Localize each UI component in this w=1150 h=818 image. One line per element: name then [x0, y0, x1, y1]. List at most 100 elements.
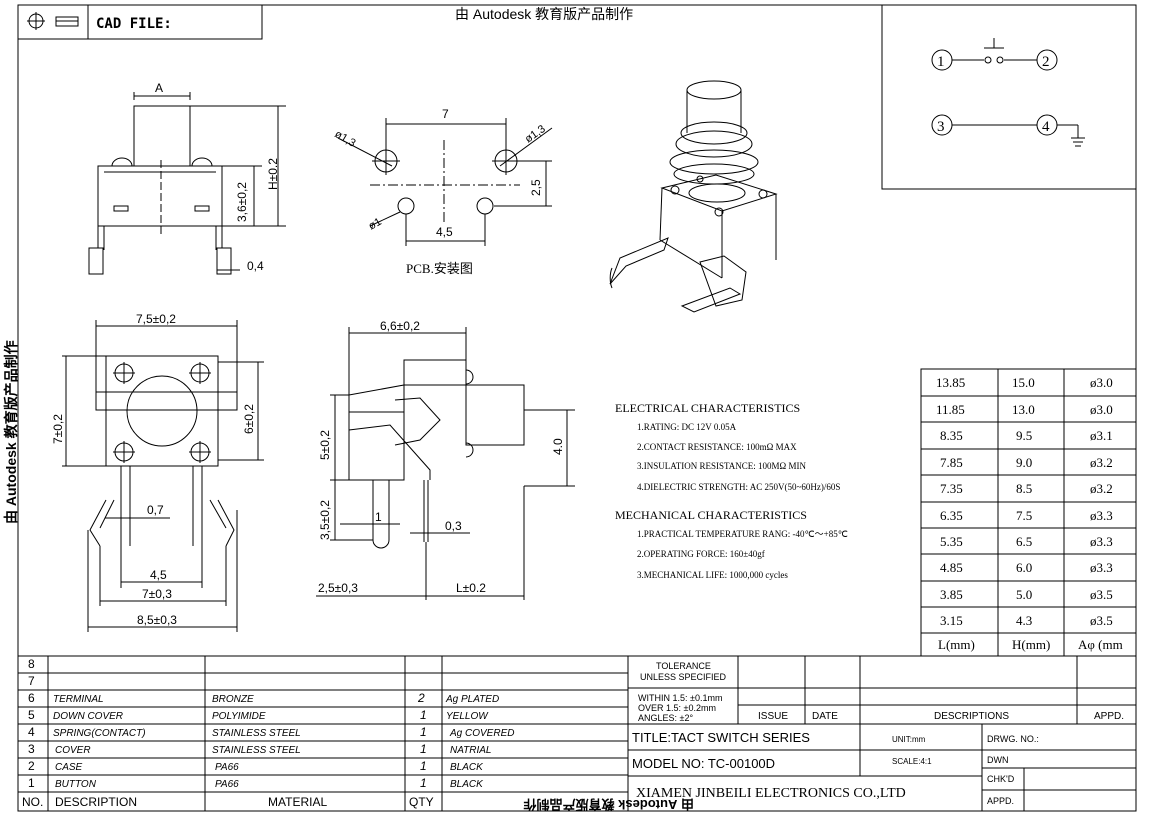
table-cell: 15.0 [1012, 375, 1035, 390]
bv-dim-75: 7,5±0,2 [136, 312, 176, 326]
table-header: Aφ (mm [1078, 637, 1123, 652]
scale-label: SCALE:4:1 [892, 757, 932, 766]
table-cell: 13.0 [1012, 402, 1035, 417]
pin-2-label: 2 [1042, 54, 1050, 70]
table-cell: 13.85 [936, 375, 965, 390]
bom-material: STAINLESS STEEL [212, 728, 301, 739]
bv-dim-703: 7±0,3 [142, 587, 172, 601]
dim-0-4: 0,4 [247, 259, 264, 273]
model-number: MODEL NO: TC-00100D [632, 756, 775, 771]
dwn-label: DWN [987, 755, 1009, 765]
sv-dim-66: 6,6±0,2 [380, 319, 420, 333]
bom-qty: 1 [420, 759, 427, 773]
table-cell: 6.35 [940, 508, 963, 523]
table-cell: 4.3 [1016, 613, 1032, 628]
cad-header: CAD FILE: [17, 4, 263, 40]
bom-desc: BUTTON [55, 779, 97, 790]
drwg-label: DRWG. NO.: [987, 734, 1039, 744]
pcb-caption: PCB.安装图 [406, 261, 473, 276]
table-cell: 3.15 [940, 613, 963, 628]
table-cell: ø3.3 [1090, 534, 1113, 549]
pin-1-label: 1 [937, 54, 945, 70]
mechanical-heading: MECHANICAL CHARACTERISTICS [615, 508, 807, 522]
bv-dim-6: 6±0,2 [242, 404, 256, 434]
bom-desc: TERMINAL [53, 694, 104, 705]
drawing-title: TITLE:TACT SWITCH SERIES [632, 730, 810, 745]
table-cell: 8.35 [940, 428, 963, 443]
table-cell: 7.35 [940, 481, 963, 496]
table-cell: 11.85 [936, 402, 965, 417]
bom-desc: COVER [55, 745, 91, 756]
bom-desc: SPRING(CONTACT) [53, 728, 146, 739]
pcb-layout-view: 7 ø1,3 ø1,3 2,5 ø1 4,5 PCB.安装图 [333, 107, 553, 276]
pin-3-label: 3 [937, 119, 945, 135]
table-cell: 6.0 [1016, 560, 1032, 575]
electrical-item: 1.RATING: DC 12V 0.05A [637, 422, 737, 432]
bom-note: NATRIAL [450, 745, 492, 756]
within-label: WITHIN 1.5: ±0.1mm [638, 693, 722, 703]
unit-label: UNIT:mm [892, 735, 926, 744]
bom-desc: CASE [55, 762, 83, 773]
sv-dim-5: 5±0,2 [318, 430, 332, 460]
table-cell: ø3.5 [1090, 613, 1113, 628]
bom-qty: 1 [420, 742, 427, 756]
bom-note: YELLOW [446, 711, 489, 722]
table-cell: ø3.1 [1090, 428, 1113, 443]
table-cell: 5.0 [1016, 587, 1032, 602]
bom-no: 7 [28, 674, 35, 688]
pin-4-label: 4 [1042, 119, 1050, 135]
mechanical-item: 2.OPERATING FORCE: 160±40gf [637, 549, 765, 559]
side-view: 6,6±0,2 5±0,2 4.0 3,5±0,2 1 0,3 2,5±0,3 … [316, 319, 575, 600]
table-cell: 9.0 [1016, 455, 1032, 470]
bom-note: BLACK [450, 779, 484, 790]
schematic-box: 1 2 3 4 [881, 4, 1137, 190]
table-cell: ø3.3 [1090, 560, 1113, 575]
bom-note: Ag COVERED [449, 728, 514, 739]
table-cell: 3.85 [940, 587, 963, 602]
electrical-item: 3.INSULATION RESISTANCE: 100MΩ MIN [637, 461, 806, 471]
mechanical-item: 3.MECHANICAL LIFE: 1000,000 cycles [637, 570, 788, 580]
characteristics: ELECTRICAL CHARACTERISTICS 1.RATING: DC … [615, 401, 848, 580]
title-block: TOLERANCE UNLESS SPECIFIED WITHIN 1.5: ±… [628, 656, 1136, 811]
bom-qty: 1 [420, 725, 427, 739]
pcb-dim-1: ø1 [367, 216, 384, 233]
tolerance-label: TOLERANCE [656, 661, 711, 671]
bom-no: 3 [28, 742, 35, 756]
sv-dim-03: 0,3 [445, 519, 462, 533]
front-view: A H±0.2 3,6±0,2 0,4 [88, 81, 286, 275]
appd-label: APPD. [1094, 711, 1124, 722]
table-cell: 7.5 [1016, 508, 1032, 523]
date-label: DATE [812, 711, 838, 722]
table-cell: 6.5 [1016, 534, 1032, 549]
bom-qty: 2 [417, 691, 425, 705]
chkd-label: CHK'D [987, 774, 1015, 784]
angles-label: ANGLES: ±2° [638, 713, 693, 723]
table-cell: 8.5 [1016, 481, 1032, 496]
table-header: L(mm) [938, 637, 975, 652]
electrical-item: 4.DIELECTRIC STRENGTH: AC 250V(50~60Hz)/… [637, 482, 840, 492]
table-cell: 9.5 [1016, 428, 1032, 443]
pcb-dim-25: 2,5 [529, 179, 543, 196]
table-cell: ø3.2 [1090, 481, 1113, 496]
bottom-view: 7,5±0,2 7±0,2 6±0,2 0,7 4,5 7±0,3 8,5±0,… [51, 312, 264, 632]
bom-qty: 1 [420, 708, 427, 722]
table-cell: ø3.0 [1090, 402, 1113, 417]
table-cell: ø3.0 [1090, 375, 1113, 390]
pcb-dim-45: 4,5 [436, 225, 453, 239]
table-header: H(mm) [1012, 637, 1050, 652]
watermark-bottom: 由 Autodesk 教育版产品制作 [524, 797, 694, 812]
bom-no: 5 [28, 708, 35, 722]
bom-material: BRONZE [212, 694, 254, 705]
watermark-top: 由 Autodesk 教育版产品制作 [455, 6, 633, 22]
bom-no: 8 [28, 657, 35, 671]
watermark-left: 由 Autodesk 教育版产品制作 [3, 340, 19, 524]
bom-note: Ag PLATED [445, 694, 499, 705]
bv-dim-45: 4,5 [150, 568, 167, 582]
bom-note: BLACK [450, 762, 484, 773]
bom-material: STAINLESS STEEL [212, 745, 301, 756]
bv-dim-07: 0,7 [147, 503, 164, 517]
ground-icon [1071, 137, 1085, 147]
table-cell: ø3.3 [1090, 508, 1113, 523]
bom-material: POLYIMIDE [212, 711, 266, 722]
